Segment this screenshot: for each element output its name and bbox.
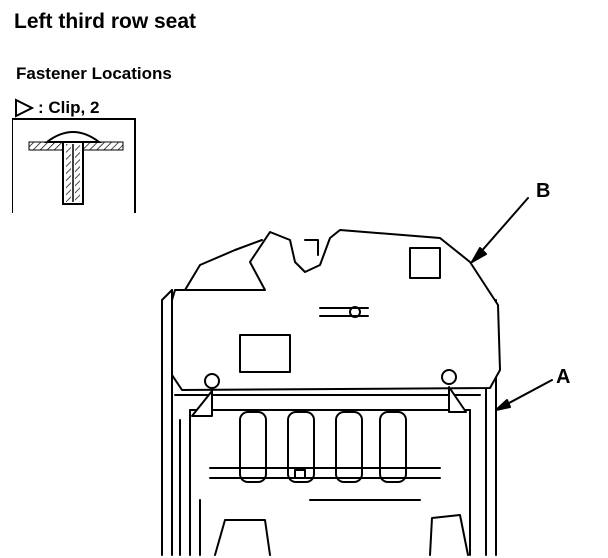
page-title: Left third row seat: [14, 10, 197, 33]
clip-marker: [441, 369, 467, 413]
callout-b: B: [536, 180, 551, 202]
seat-cover-panel: [171, 229, 501, 391]
triangle-icon: [15, 98, 34, 118]
callout-a: A: [556, 366, 571, 388]
section-subtitle: Fastener Locations: [16, 64, 172, 83]
clip-cross-section-icon: [28, 131, 124, 205]
clip-marker: [191, 373, 220, 417]
seat-frame: [161, 289, 497, 556]
callout-a-leader: [495, 379, 553, 411]
clip-detail-box: [12, 118, 136, 213]
clip-legend-label: : Clip, 2: [38, 98, 100, 117]
callout-b-leader: [471, 197, 529, 263]
clip-legend: : Clip, 2: [14, 96, 99, 120]
